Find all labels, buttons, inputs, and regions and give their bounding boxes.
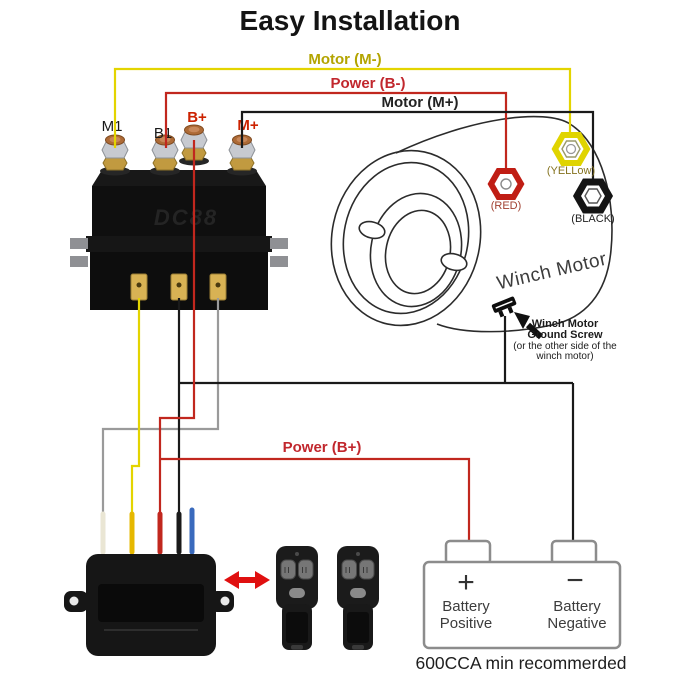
battery-post-negative [550,539,598,566]
sync-arrow-head-right [255,571,270,589]
receiver-box [64,554,234,656]
battery-note: 600CCA min recommerded [415,653,626,673]
motor-face-bore [384,209,452,295]
stud-copper-core [188,126,200,133]
solenoid-label-m-plus: M+ [237,117,258,134]
battery-positive-label-line1: Battery [442,598,490,615]
remote-small-button [289,588,305,598]
wires [101,67,595,543]
wire-power-b-plus [160,457,471,543]
solenoid-tab [70,238,88,249]
solenoid-upper-body [92,186,266,236]
receiver-ear-right-hole [220,596,230,606]
motor-terminal-red-label: (RED) [491,200,522,212]
receiver-wire-caps [100,507,195,555]
solenoid-tab [270,238,288,249]
battery-negative-label-line1: Battery [553,598,601,615]
motor-terminal-black [572,178,614,214]
remote-led [295,552,299,556]
motor-body-outline [395,115,613,333]
solenoid-spade-hole [176,282,182,288]
battery-negative-label-line2: Negative [547,615,606,632]
wire-label-motor-m-minus: Motor (M-) [308,51,381,68]
solenoid-label-b-plus: B+ [187,109,207,126]
motor-terminal-yellow-label: (YELLow) [547,165,595,177]
ground-note-line1: Winch Motor [532,318,599,330]
battery-positive-label-line2: Positive [440,615,493,632]
battery-post-positive [444,539,492,566]
remote-small-button [350,588,366,598]
battery-negative-symbol: − [566,564,584,597]
solenoid-tab [270,256,288,267]
motor-terminal-black-label: (BLACK) [571,213,614,225]
solenoid-tab [70,256,88,267]
sync-arrow-icon [224,571,270,589]
solenoid-flange [86,236,272,252]
ground-screw-icon [491,296,517,318]
solenoid-label-b1: B1 [154,125,172,142]
wire-label-power-b-plus: Power (B+) [283,439,362,456]
remote-handle-recess [347,612,369,643]
ground-screw-leg [507,306,514,314]
motor-terminal-yellow [551,132,591,166]
ground-screw-slot [495,300,513,309]
ground-arrow-shaft [525,322,544,340]
wire-yellow-to-receiver [130,298,141,514]
solenoid-embossed-text: DC88 [154,205,218,230]
hex-nut-yellow-hole [565,143,577,155]
receiver-recess [98,584,204,622]
remote-led [356,552,360,556]
remote-bottom-slot [291,645,303,650]
wire-b-plus-main [158,140,196,514]
remote-control-1 [276,546,318,650]
remote-bottom-slot [352,645,364,650]
ground-note-line4: winch motor) [535,351,593,362]
remote-handle-recess [286,612,308,643]
wire-label-motor-m-plus: Motor (M+) [381,94,458,111]
sync-arrow-head-left [224,571,239,589]
motor-lug-left [358,220,386,240]
motor-face-outer [330,149,482,327]
hex-nut-red-hole [500,178,512,190]
battery-positive-symbol: + [457,566,475,599]
hex-nut-black-inner [584,188,602,204]
wire-motor-m-plus [240,110,595,184]
battery: + − Battery Positive Battery Negative [422,539,622,650]
receiver-ear-left-hole [69,596,79,606]
ground-note-line2: Ground Screw [527,329,603,341]
motor-lug-right [440,252,468,272]
motor-name-label: Winch Motor [495,249,609,295]
motor-face-ring [342,161,470,315]
solenoid-spade-hole [215,282,221,288]
solenoid-stud-b1 [150,134,180,176]
solenoid-label-m1: M1 [102,118,123,135]
motor-face-recess [369,192,463,308]
page-title: Easy Installation [240,5,461,36]
wire-label-power-b-minus: Power (B-) [331,75,406,92]
solenoid-contactor: DC88 [70,124,288,310]
remote-control-2 [337,546,379,650]
ground-note-line3: (or the other side of the [513,341,617,352]
ground-arrow-head-icon [514,312,530,329]
solenoid-top-face [92,170,266,186]
motor-terminal-red [487,168,525,200]
winch-motor [330,115,613,333]
wire-motor-m-minus [113,67,572,148]
wire-power-b-minus [164,91,508,172]
solenoid-spade-hole [136,282,142,288]
ground-screw-leg [498,310,505,318]
battery-body [422,560,622,650]
